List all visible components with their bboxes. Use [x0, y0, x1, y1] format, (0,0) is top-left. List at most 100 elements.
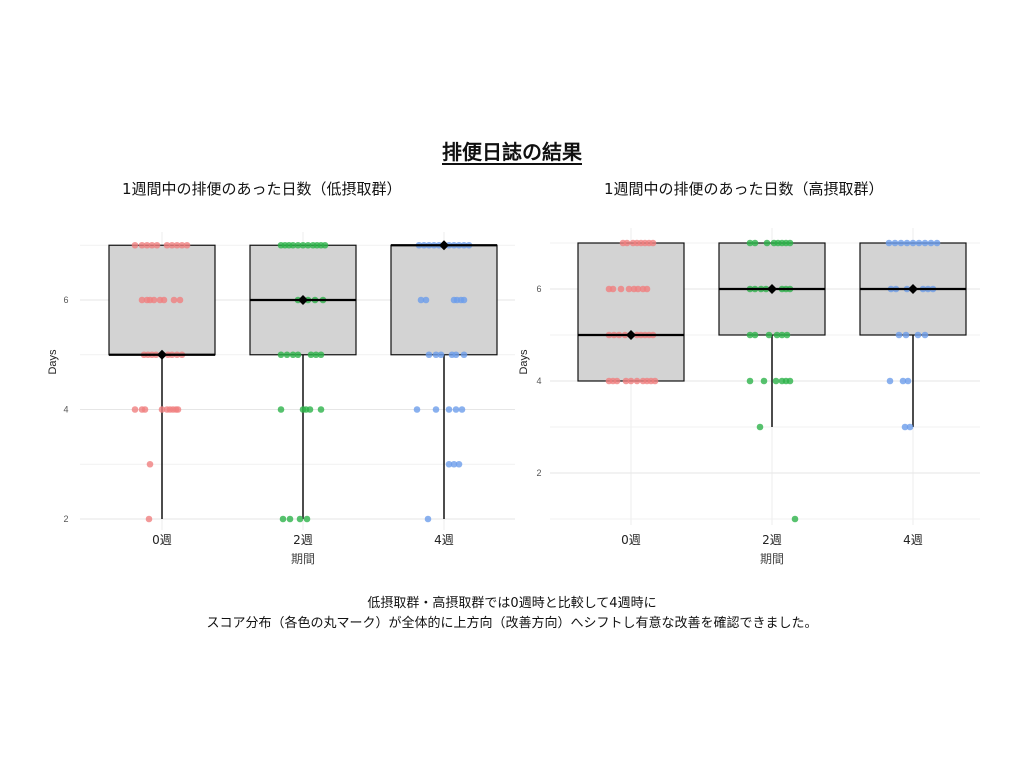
data-point	[786, 377, 794, 385]
box-rect	[390, 244, 498, 356]
data-point	[622, 377, 630, 385]
data-point	[921, 331, 929, 339]
data-point	[452, 406, 460, 413]
y-tick-label: 6	[536, 284, 541, 294]
data-point	[422, 296, 430, 304]
data-point	[634, 285, 642, 293]
data-point	[153, 241, 161, 249]
data-point	[460, 351, 468, 359]
data-point	[904, 377, 912, 385]
box-rect	[577, 242, 685, 382]
data-point	[633, 377, 641, 385]
mean-diamond-icon	[298, 295, 308, 305]
data-point	[131, 406, 139, 413]
x-axis-label: 期間	[291, 552, 315, 566]
data-point	[277, 406, 285, 413]
data-point	[772, 377, 780, 385]
data-point	[150, 296, 158, 304]
data-point	[160, 296, 168, 304]
data-point	[279, 515, 287, 523]
data-point	[294, 241, 302, 249]
x-tick-label: 2週	[762, 533, 782, 547]
data-point	[921, 239, 929, 247]
y-tick-label: 4	[536, 376, 541, 386]
data-point	[170, 296, 178, 304]
data-point	[141, 406, 149, 413]
data-point	[773, 331, 781, 339]
mean-diamond-icon	[439, 240, 449, 251]
data-point	[625, 285, 633, 293]
data-point	[760, 377, 768, 385]
data-point	[460, 296, 468, 304]
data-point	[791, 515, 799, 523]
right-chart-title: 1週間中の排便のあった日数（高摂取群）	[604, 180, 884, 198]
data-point	[746, 239, 754, 247]
data-point	[450, 460, 458, 468]
left-chart-title: 1週間中の排便のあった日数（低摂取群）	[122, 180, 402, 198]
data-point	[299, 241, 307, 249]
box-0週	[577, 242, 685, 382]
data-point	[183, 241, 191, 249]
caption: 低摂取群・高摂取群では0週時と比較して4週時に スコア分布（各色の丸マーク）が全…	[0, 594, 1024, 634]
data-point	[178, 241, 186, 249]
box-2週	[249, 244, 357, 519]
data-point	[417, 296, 425, 304]
data-point	[131, 241, 139, 249]
data-point	[903, 239, 911, 247]
caption-line-1: 低摂取群・高摂取群では0週時と比較して4週時に	[367, 596, 657, 611]
data-point	[294, 351, 302, 359]
data-point	[176, 296, 184, 304]
data-point	[286, 515, 294, 523]
caption-line-2: スコア分布（各色の丸マーク）が全体的に上方向（改善方向）へシフトし有意な改善を確…	[206, 616, 818, 631]
data-point	[891, 239, 899, 247]
data-point	[778, 331, 786, 339]
mean-diamond-icon	[626, 330, 636, 340]
y-tick-label: 2	[536, 468, 541, 478]
data-point	[885, 239, 893, 247]
data-point	[746, 331, 754, 339]
data-point	[751, 331, 759, 339]
mean-diamond-icon	[157, 349, 167, 360]
data-point	[909, 239, 917, 247]
data-point	[927, 239, 935, 247]
mean-diamond-icon	[767, 284, 777, 294]
data-point	[289, 351, 297, 359]
data-point	[289, 241, 297, 249]
data-point	[168, 241, 176, 249]
data-point	[902, 331, 910, 339]
data-point	[317, 406, 325, 413]
data-point	[915, 239, 923, 247]
data-point	[306, 406, 314, 413]
data-point	[899, 377, 907, 385]
data-point	[933, 239, 941, 247]
data-point	[138, 296, 146, 304]
y-axis-label: Days	[518, 349, 530, 375]
data-point	[627, 377, 635, 385]
data-point	[901, 423, 909, 431]
data-point	[651, 377, 659, 385]
y-tick-label: 2	[63, 514, 68, 524]
data-point	[296, 515, 304, 523]
data-point	[304, 241, 312, 249]
data-point	[445, 460, 453, 468]
data-point	[143, 241, 151, 249]
data-point	[623, 239, 631, 247]
data-point	[432, 351, 440, 359]
data-point	[643, 285, 651, 293]
main-title-text: 排便日誌の結果	[442, 140, 582, 164]
x-tick-label: 4週	[903, 533, 923, 547]
x-tick-label: 0週	[152, 533, 172, 547]
data-point	[425, 351, 433, 359]
data-point	[914, 331, 922, 339]
data-point	[321, 241, 329, 249]
data-point	[146, 460, 154, 468]
data-point	[906, 423, 914, 431]
data-point	[649, 239, 657, 247]
data-point	[609, 285, 617, 293]
data-point	[458, 406, 466, 413]
data-point	[432, 406, 440, 413]
data-point	[307, 351, 315, 359]
